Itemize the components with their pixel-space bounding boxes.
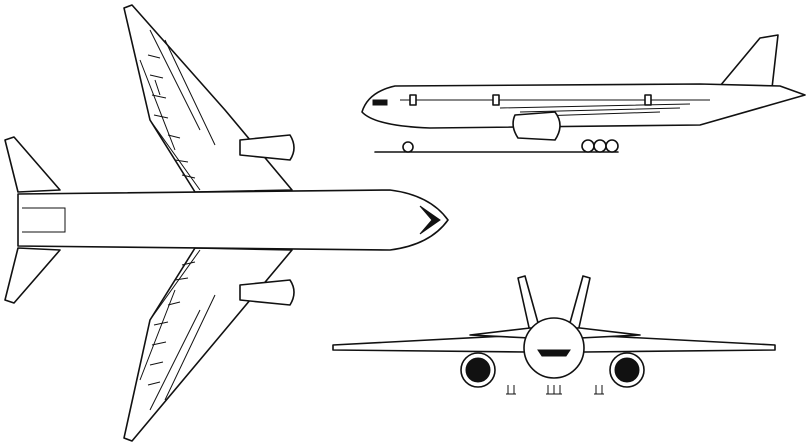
lower-tailplane — [4, 247, 61, 304]
side-wheels — [402, 139, 619, 153]
pylons-plan — [147, 54, 196, 386]
lower-engine — [239, 279, 295, 306]
upper-engine — [239, 134, 295, 161]
upper-tailplane — [4, 136, 61, 193]
left-engine-front — [460, 352, 496, 388]
side-engine — [512, 111, 561, 141]
right-engine-front — [609, 352, 645, 388]
upper-wing — [123, 4, 293, 193]
lower-wing — [123, 247, 293, 442]
plan-view — [4, 4, 449, 442]
fuselage-plan — [17, 189, 449, 251]
side-view — [361, 34, 806, 153]
front-fuselage — [523, 317, 585, 379]
front-view — [332, 275, 776, 395]
front-landing-gear — [506, 385, 604, 395]
tail-fin — [714, 34, 779, 93]
cockpit-windows — [537, 349, 571, 357]
